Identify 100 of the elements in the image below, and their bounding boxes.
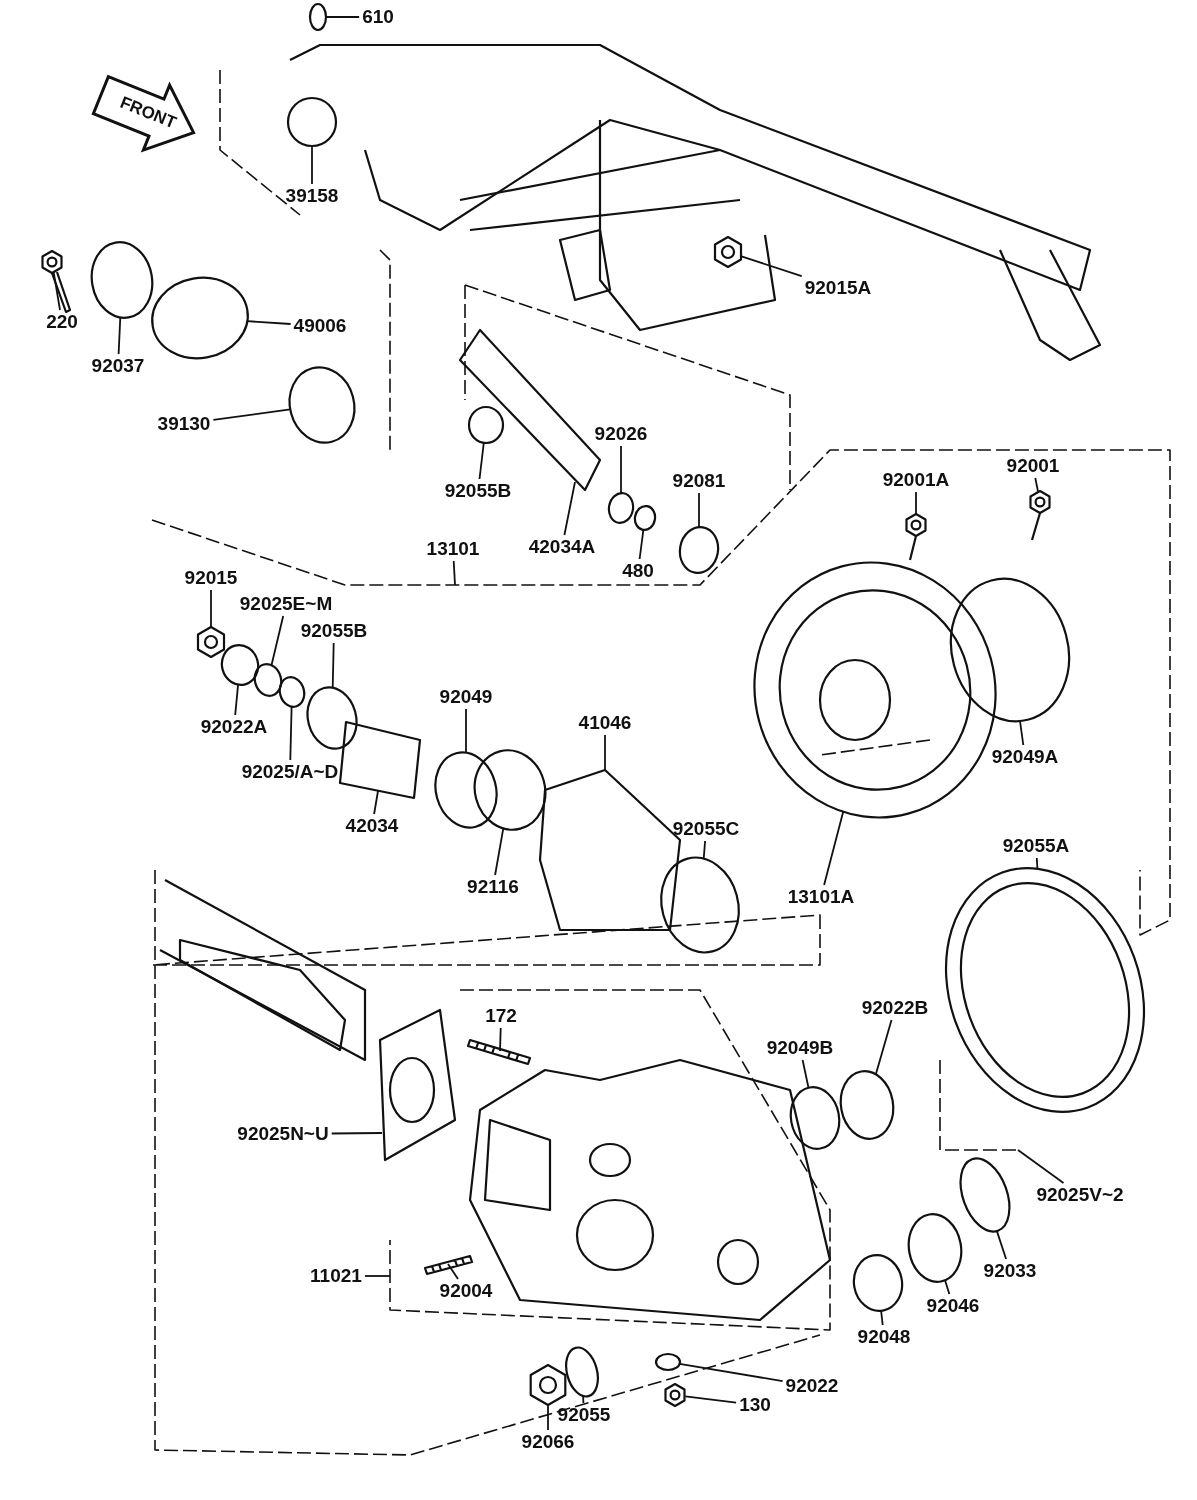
leader-line	[801, 1059, 810, 1089]
circlip	[959, 1157, 1011, 1233]
leader-line	[604, 734, 606, 772]
leader-line	[823, 810, 845, 886]
leader-line	[289, 705, 293, 761]
leader-line	[915, 491, 917, 516]
circlip	[633, 504, 657, 532]
leader-line	[563, 481, 576, 536]
leader-line	[117, 316, 122, 355]
washer	[607, 491, 635, 524]
callout-number: 49006	[293, 316, 347, 336]
leader-line	[740, 255, 803, 277]
leader-line	[582, 1395, 585, 1404]
leader-line	[1019, 720, 1025, 746]
callout-number: 42034A	[528, 537, 596, 557]
callout-number: 92022B	[861, 998, 929, 1018]
leader-line	[325, 16, 360, 18]
callout-number: 92025E~M	[239, 594, 333, 614]
callout-number: 92001	[1006, 456, 1060, 476]
callout-number: 92055A	[1002, 836, 1070, 856]
leader-line	[1017, 1149, 1065, 1184]
callout-number: 92055	[557, 1405, 611, 1425]
leader-line	[620, 445, 622, 494]
leader-line	[547, 1403, 549, 1431]
oil-seal	[949, 577, 1071, 723]
leader-line	[698, 492, 700, 529]
leader-line	[331, 642, 335, 689]
washer	[220, 644, 260, 686]
leader-line	[52, 271, 61, 311]
bearing	[907, 1213, 963, 1283]
stud	[466, 1038, 532, 1066]
o-ring	[467, 405, 505, 445]
leader-line	[684, 1395, 737, 1404]
bearing	[473, 749, 547, 831]
callout-number: 92022A	[200, 717, 268, 737]
cover	[151, 276, 249, 360]
callout-number: 39130	[157, 414, 211, 434]
callout-number: 92025/A~D	[241, 762, 339, 782]
callout-number: 42034	[345, 816, 399, 836]
callout-number: 92055B	[444, 481, 512, 501]
leader-line	[494, 827, 505, 876]
oil-seal	[789, 1086, 841, 1150]
bolt	[905, 512, 927, 561]
callout-number: 92015	[184, 568, 238, 588]
leader-line	[373, 790, 379, 815]
callout-number: 92048	[857, 1327, 911, 1347]
oil-seal	[434, 751, 498, 829]
shim	[839, 1070, 895, 1140]
callout-number: 480	[622, 561, 654, 581]
callout-number: 41046	[578, 713, 632, 733]
callout-number: 92046	[926, 1296, 980, 1316]
callout-number: 92055B	[300, 621, 368, 641]
leader-line	[874, 1019, 893, 1076]
leader-line	[880, 1309, 884, 1326]
leader-line	[1035, 857, 1039, 870]
callout-number: 92049B	[766, 1038, 834, 1058]
o-ring	[660, 856, 740, 954]
callout-number: 13101A	[787, 887, 855, 907]
callout-number: 220	[46, 312, 78, 332]
callout-number: 92037	[91, 356, 145, 376]
callout-number: 92116	[467, 877, 519, 897]
leader-line	[330, 1132, 383, 1135]
leader-line	[452, 560, 456, 586]
callout-number: 172	[485, 1006, 517, 1026]
leader-line	[702, 840, 706, 860]
ring	[288, 366, 356, 444]
callout-number: 13101	[426, 539, 480, 559]
leader-line	[210, 589, 212, 629]
callout-number: 92015A	[804, 278, 872, 298]
sleeve	[338, 720, 422, 800]
callout-number: 92025V~2	[1036, 1185, 1124, 1205]
leader-line	[996, 1230, 1007, 1260]
clamp	[90, 241, 154, 319]
callout-number: 92033	[983, 1261, 1037, 1281]
callout-number: 92049	[439, 687, 493, 707]
bolt	[664, 1382, 686, 1408]
leader-line	[638, 529, 645, 560]
callout-number: 130	[739, 1395, 771, 1415]
callout-number: 92049A	[991, 747, 1059, 767]
callout-number: 92022	[785, 1376, 839, 1396]
callout-number: 610	[362, 7, 394, 27]
leader-line	[944, 1279, 951, 1295]
o-ring	[565, 1346, 599, 1398]
callout-number: 92055C	[672, 819, 740, 839]
o-ring	[306, 686, 358, 750]
leader-line	[270, 615, 285, 667]
callout-number: 11021	[310, 1266, 362, 1286]
bolt	[1029, 489, 1051, 541]
leader-line	[499, 1027, 502, 1052]
drain-plug	[529, 1363, 567, 1407]
o-ring	[308, 2, 328, 32]
leader-line	[678, 1363, 784, 1382]
leader-line	[1034, 477, 1039, 493]
callout-number: 92066	[521, 1432, 575, 1452]
nut	[713, 235, 743, 269]
yoke-end	[286, 96, 338, 148]
bearing	[678, 526, 720, 574]
leader-line	[478, 442, 485, 480]
callout-number: 92001A	[882, 470, 950, 490]
shim	[253, 663, 283, 697]
